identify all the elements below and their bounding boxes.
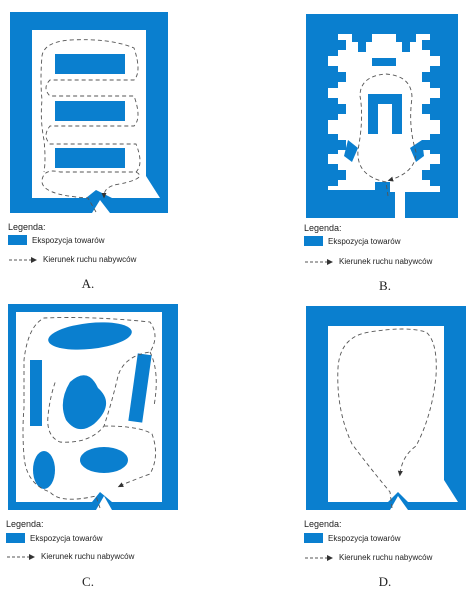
panel-caption: B.	[379, 278, 391, 293]
display-shelf-1	[55, 54, 125, 74]
legend-title: Legenda:	[304, 223, 342, 233]
legend-path-label: Kierunek ruchu nabywców	[339, 257, 433, 266]
customer-path-a	[40, 39, 141, 213]
display-shelf-3	[55, 148, 125, 168]
display-shelf-2	[55, 101, 125, 121]
legend-display: Ekspozycja towarów	[304, 533, 400, 543]
display-swatch	[304, 236, 323, 246]
legend-display-label: Ekspozycja towarów	[328, 533, 401, 543]
legend-title: Legenda:	[304, 519, 342, 529]
legend-title: Legenda:	[6, 519, 44, 529]
display-swatch	[8, 235, 27, 245]
legend-display-label: Ekspozycja towarów	[30, 533, 103, 543]
display-island-4	[80, 447, 128, 473]
display-swatch	[6, 533, 25, 543]
display-island-1	[48, 322, 132, 350]
legend-path-label: Kierunek ruchu nabywców	[339, 553, 433, 562]
legend-path: Kierunek ruchu nabywców	[6, 552, 134, 561]
store-walls	[10, 12, 168, 213]
legend-path: Kierunek ruchu nabywców	[304, 553, 432, 562]
floor-plan-c	[8, 304, 178, 510]
legend-display: Ekspozycja towarów	[8, 235, 104, 245]
path-arrow-icon	[305, 258, 333, 265]
store-walls	[306, 306, 466, 510]
display-units-b	[328, 34, 440, 186]
display-island-3	[33, 451, 55, 489]
panel-b: Legenda: Ekspozycja towarów Kierunek ruc…	[240, 0, 475, 296]
legend-title: Legenda:	[8, 222, 46, 232]
store-walls	[306, 14, 458, 218]
display-swatch	[304, 533, 323, 543]
panel-caption: D.	[378, 574, 392, 589]
legend-path: Kierunek ruchu nabywców	[8, 255, 136, 264]
path-arrow-icon	[9, 256, 37, 263]
path-arrow-icon	[305, 554, 333, 561]
display-rack-right	[128, 353, 152, 423]
display-rack-left	[30, 360, 42, 426]
display-u-shape	[368, 94, 402, 134]
legend-display-label: Ekspozycja towarów	[32, 235, 105, 245]
legend-display: Ekspozycja towarów	[6, 533, 102, 543]
customer-path-c	[22, 317, 157, 509]
legend-path: Kierunek ruchu nabywców	[304, 257, 432, 266]
legend-display: Ekspozycja towarów	[304, 236, 400, 246]
customer-path-b	[357, 73, 417, 197]
floor-plan-b	[306, 14, 458, 218]
panel-c: Legenda: Ekspozycja towarów Kierunek ruc…	[0, 296, 240, 592]
panel-caption: C.	[82, 574, 94, 589]
legend-display-label: Ekspozycja towarów	[328, 236, 401, 246]
display-island-2	[62, 375, 107, 430]
floor-plan-a	[10, 12, 168, 213]
customer-path-d	[337, 328, 437, 509]
legend-path-label: Kierunek ruchu nabywców	[43, 255, 137, 264]
panel-caption: A.	[81, 276, 95, 291]
path-arrow-icon	[7, 553, 35, 560]
floor-plan-d	[306, 306, 466, 510]
panel-d: Legenda: Ekspozycja towarów Kierunek ruc…	[240, 296, 475, 592]
legend-path-label: Kierunek ruchu nabywców	[41, 552, 135, 561]
panel-a: Legenda: Ekspozycja towarów Kierunek ruc…	[0, 0, 240, 296]
